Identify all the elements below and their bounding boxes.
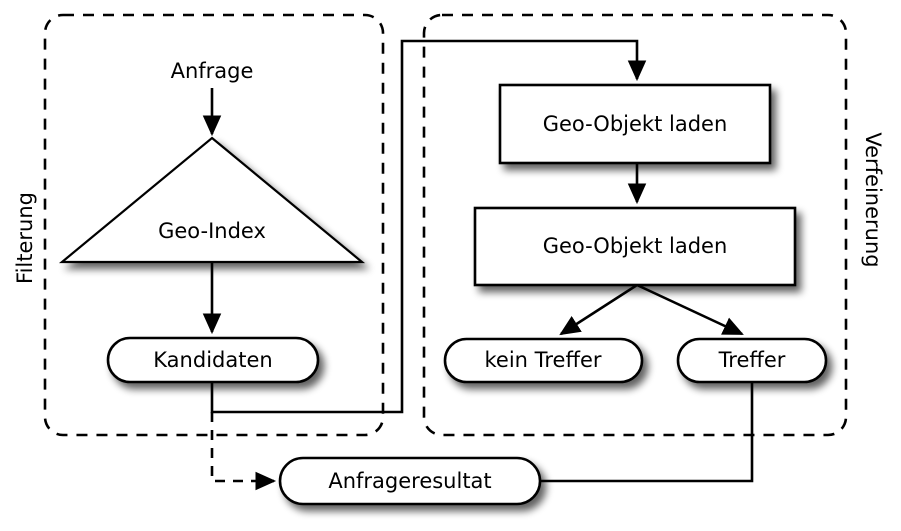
- edge-kandidaten-to-geo-objekt-laden-1: [210, 39, 647, 414]
- anfrageresultat-oval-shape: [278, 456, 542, 506]
- node-anfrageresultat-label: Anfrageresultat: [328, 469, 491, 493]
- node-treffer[interactable]: [676, 337, 828, 384]
- node-geo-objekt-laden-1[interactable]: [498, 83, 772, 165]
- group-label-verfeinerung: Verfeinerung: [861, 132, 885, 267]
- node-geo-index-label: Geo-Index: [158, 219, 266, 243]
- geo-objekt-laden-1-rect-shape: [498, 83, 772, 165]
- group-box-verfeinerung: [422, 13, 848, 437]
- edge-geo-objekt-laden-2-to-treffer: [636, 283, 744, 336]
- geo-objekt-laden-2-rect-shape: [473, 206, 797, 287]
- group-box-filterung: [43, 13, 385, 437]
- treffer-oval-shape: [676, 337, 828, 384]
- kein-treffer-oval-shape: [443, 337, 644, 384]
- node-kein-treffer-label: kein Treffer: [484, 348, 601, 372]
- node-geo-objekt-laden-2[interactable]: [473, 206, 797, 287]
- node-geo-objekt-laden-1-label: Geo-Objekt laden: [543, 112, 728, 136]
- group-label-filterung: Filterung: [13, 192, 37, 284]
- node-kandidaten-label: Kandidaten: [153, 348, 272, 372]
- node-geo-objekt-laden-2-label: Geo-Objekt laden: [543, 234, 728, 258]
- kandidaten-oval-shape: [106, 336, 320, 384]
- node-kein-treffer[interactable]: [443, 337, 644, 384]
- node-kandidaten[interactable]: [106, 336, 320, 384]
- node-anfrage-label: Anfrage: [171, 59, 254, 83]
- node-anfrageresultat[interactable]: [278, 456, 542, 506]
- edge-geo-objekt-laden-2-to-kein-treffer: [559, 283, 638, 336]
- node-treffer-label: Treffer: [718, 348, 786, 372]
- geo-index-triangle-shape: [58, 136, 366, 264]
- edge-kandidaten-to-anfrageresultat-dashed: [210, 412, 277, 491]
- edge-treffer-to-anfrageresultat: [540, 381, 754, 483]
- node-geo-index[interactable]: [58, 136, 366, 264]
